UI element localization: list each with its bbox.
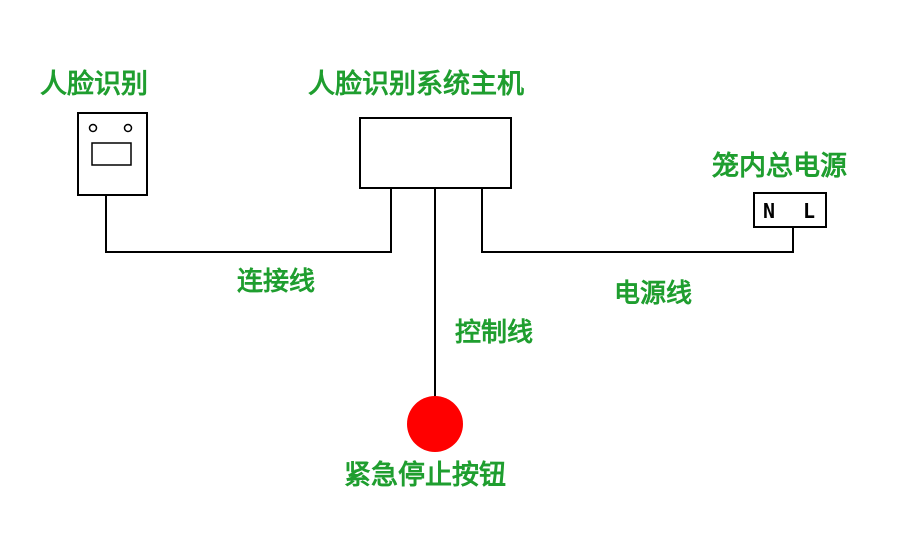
power-wire — [481, 188, 794, 253]
emergency-stop-button — [407, 396, 463, 452]
face-device-right-sensor — [123, 123, 133, 133]
terminal-l: L — [803, 199, 815, 223]
cage-power-label: 笼内总电源 — [712, 150, 847, 182]
terminal-box-body — [753, 192, 827, 228]
face-device-left-sensor — [88, 123, 98, 133]
face-device-screen — [91, 142, 132, 166]
host-label: 人脸识别系统主机 — [308, 68, 524, 100]
connection-wire-label: 连接线 — [237, 267, 315, 297]
host-box — [359, 117, 512, 189]
face-device-label: 人脸识别 — [40, 68, 148, 100]
control-wire-label: 控制线 — [455, 318, 533, 348]
power-wire-label: 电源线 — [614, 279, 692, 309]
power-terminal-box: N L — [753, 192, 827, 228]
emergency-button-label: 紧急停止按钮 — [344, 459, 506, 491]
face-recognition-device — [77, 112, 148, 196]
terminal-n: N — [763, 199, 775, 223]
connection-wire — [105, 188, 392, 253]
